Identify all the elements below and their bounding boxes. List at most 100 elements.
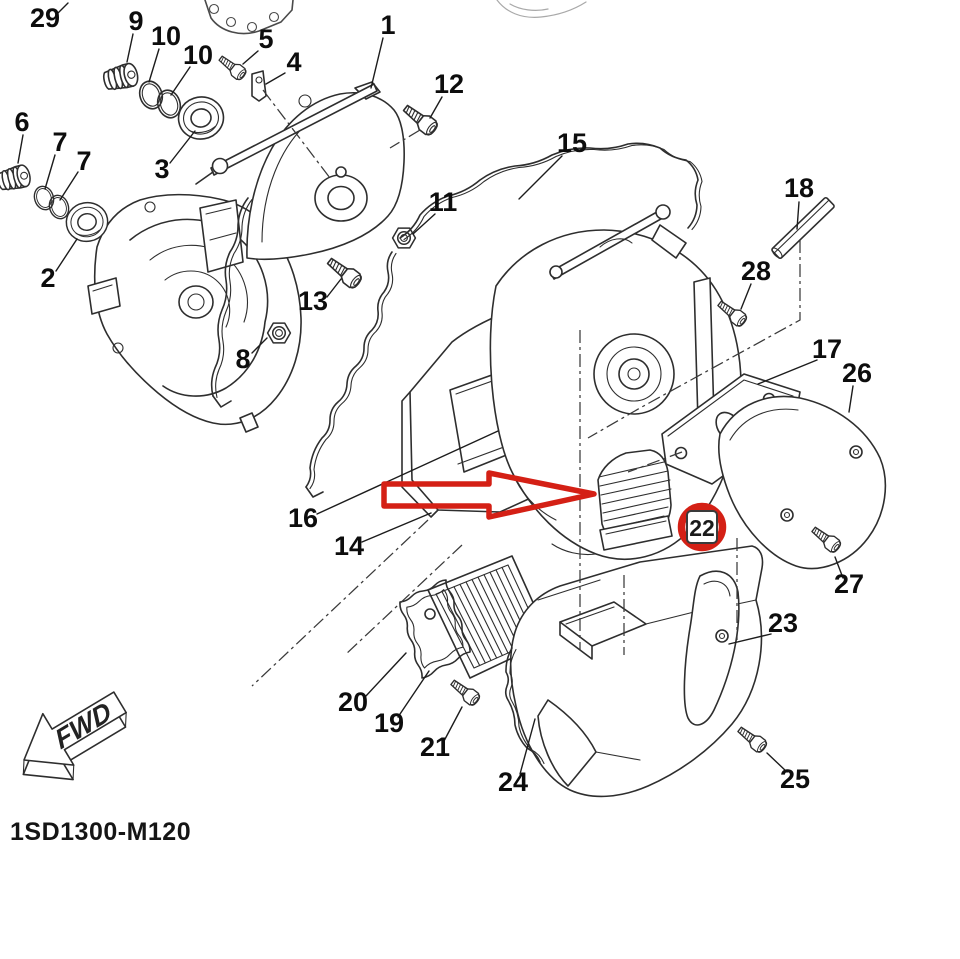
leader-5 [242,50,259,65]
leader-8 [251,337,268,354]
callout-11: 11 [429,187,458,217]
callout-2: 2 [40,263,55,293]
bellows-duct [597,449,673,551]
outer-cover [195,81,405,261]
callout-10: 10 [151,21,181,51]
bolt-25 [734,723,770,756]
leader-7 [59,171,79,201]
filter-seal-frame [399,579,471,679]
leader-4 [265,72,286,85]
callout-8: 8 [235,344,250,374]
callout-21: 21 [420,732,450,762]
leader-23 [728,633,772,645]
callout-23: 23 [768,608,798,638]
nut-11 [391,227,417,249]
leader-17 [757,359,818,385]
leader-1 [370,37,384,89]
callout-24: 24 [498,767,528,797]
leader-6 [17,134,24,164]
side-cover [717,395,887,570]
callout-26: 26 [842,358,872,388]
gasket-15-lower [305,251,397,490]
axis-line [627,451,683,473]
callout-19: 19 [374,708,404,738]
gaskets [210,142,703,765]
leader-2 [55,238,78,272]
callout-18: 18 [784,173,814,203]
leader-15 [518,155,563,200]
callout-4: 4 [286,47,301,77]
right-cover [489,204,742,560]
callout-6: 6 [14,107,29,137]
bushing-6 [0,163,33,194]
oring-7a [30,183,58,213]
leader-21 [443,706,463,742]
highlight-label-box [686,510,718,544]
callout-28: 28 [741,256,771,286]
leader-10 [148,48,160,83]
red-annotations: 22 [381,470,727,552]
callout-27: 27 [834,569,864,599]
callout-9: 9 [128,6,143,36]
leader-25 [766,752,788,773]
bushing-9 [100,61,141,94]
fwd-arrow: FWD [22,691,127,781]
leader-24 [519,718,536,775]
callout-12: 12 [434,69,464,99]
leader-26 [848,385,854,413]
axis-lines [251,89,801,687]
drawing-code: 1SD1300-M120 [10,818,191,846]
callout-3: 3 [154,154,169,184]
leader-14 [361,512,432,543]
gasket-left [210,197,253,399]
leader-27 [834,556,844,579]
leader-20 [364,652,407,698]
joint-piece [683,570,740,726]
leader-9 [126,33,134,63]
leader-28 [740,283,752,310]
cutoff-bracket-top-left [204,0,294,35]
callout-1: 1 [380,10,395,40]
leader-12 [429,96,443,119]
callout-15: 15 [557,128,587,158]
callout-20: 20 [338,687,368,717]
axis-line [262,89,331,179]
leader-19 [397,670,430,718]
axis-line [587,240,801,439]
leader-7 [44,154,56,190]
bolt-13 [323,253,365,292]
callout-13: 13 [298,286,328,316]
callout-22: 22 [689,515,715,541]
rod-pin [771,196,835,260]
red-pointer-arrow [381,470,597,520]
leader-13 [326,278,342,298]
callout-17: 17 [812,334,842,364]
gasket-15-upper [399,142,703,241]
leader-29 [57,2,69,14]
bracket-4 [251,70,267,102]
callout-5: 5 [258,24,273,54]
callout-16: 16 [288,503,318,533]
axis-line [344,544,463,656]
leader-18 [796,201,800,230]
callout-14: 14 [334,531,364,561]
fwd-label: FWD [51,695,116,755]
callout-25: 25 [780,764,810,794]
callout-29: 29 [30,3,60,33]
nut-8 [266,322,292,344]
leader-16 [316,430,499,515]
leader-11 [412,213,436,235]
cutoff-sketch-top-center [496,0,587,18]
seal-3 [174,92,228,144]
axis-line [251,519,429,687]
callout-10: 10 [183,40,213,70]
leader-3 [169,130,196,164]
leader-10 [170,66,191,96]
callout-7: 7 [52,127,67,157]
bolt-21 [447,676,483,709]
bolt-12 [399,100,441,139]
callout-7: 7 [76,146,91,176]
